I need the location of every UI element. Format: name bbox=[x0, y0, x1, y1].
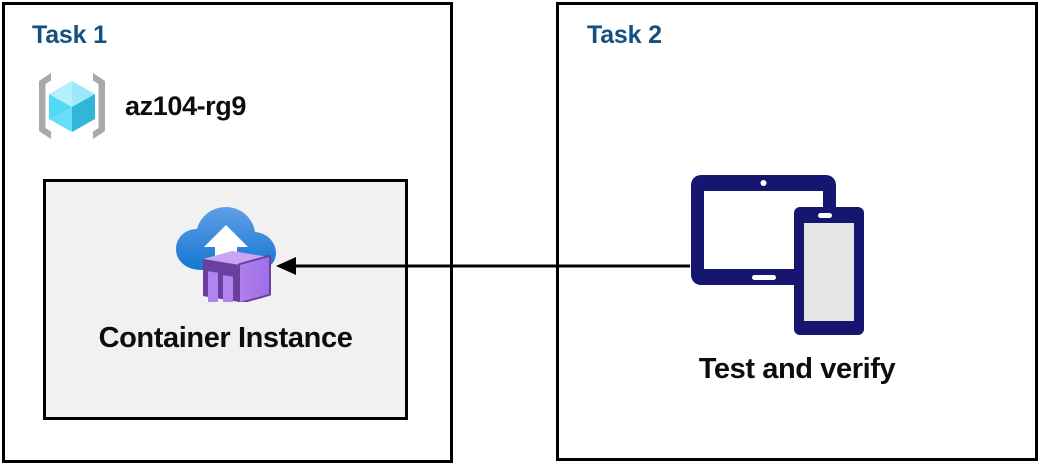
panel-task-2: Task 2 Test and verify bbox=[556, 2, 1038, 461]
container-instance-label: Container Instance bbox=[98, 322, 353, 354]
test-and-verify-label: Test and verify bbox=[698, 353, 896, 385]
azure-container-instance-icon bbox=[175, 207, 276, 302]
panel-task-1-title: Task 1 bbox=[32, 21, 107, 49]
panel-task-2-title: Task 2 bbox=[587, 21, 662, 49]
resource-group-label: az104-rg9 bbox=[125, 90, 246, 121]
azure-resource-group-icon bbox=[39, 73, 105, 139]
tablet-and-phone-devices-icon bbox=[691, 175, 864, 335]
container-instance-box: Container Instance bbox=[43, 179, 408, 420]
panel-task-1: Task 1 az104-rg9 bbox=[2, 2, 453, 463]
resource-group-row: az104-rg9 bbox=[33, 67, 246, 145]
